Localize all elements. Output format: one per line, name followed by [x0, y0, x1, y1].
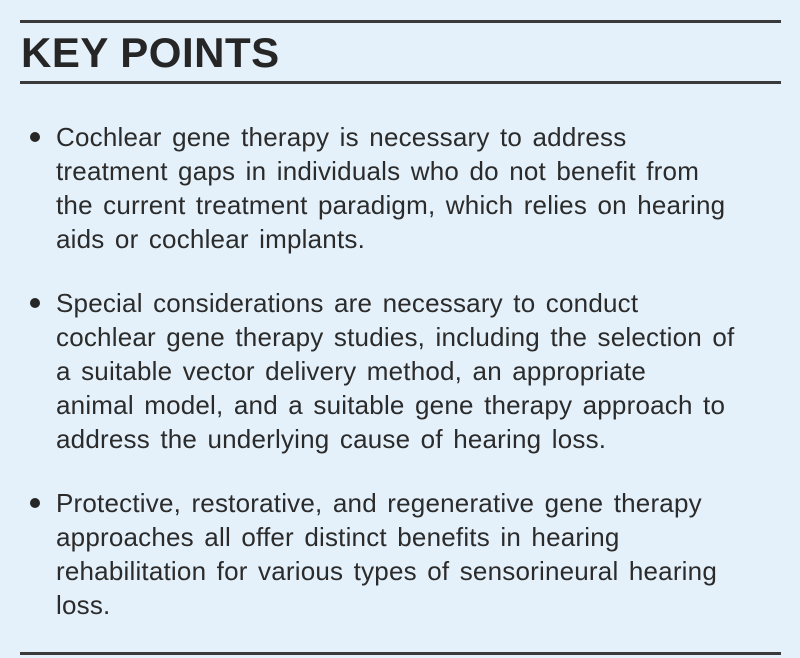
title-underline-rule — [20, 81, 781, 84]
key-point-item: Special considerations are necessary to … — [30, 286, 800, 456]
bottom-rule — [20, 652, 781, 655]
key-point-item: Cochlear gene therapy is necessary to ad… — [30, 120, 800, 256]
panel-title: KEY POINTS — [21, 29, 280, 76]
bullet-icon — [30, 298, 40, 308]
key-point-item: Protective, restorative, and regenerativ… — [30, 486, 800, 622]
bullet-icon — [30, 132, 40, 142]
key-point-text: Protective, restorative, and regenerativ… — [56, 488, 717, 620]
key-point-text: Special considerations are necessary to … — [56, 288, 735, 454]
bullet-icon — [30, 498, 40, 508]
key-points-list: Cochlear gene therapy is necessary to ad… — [0, 84, 800, 622]
key-point-text: Cochlear gene therapy is necessary to ad… — [56, 122, 726, 254]
top-rule — [20, 20, 781, 23]
